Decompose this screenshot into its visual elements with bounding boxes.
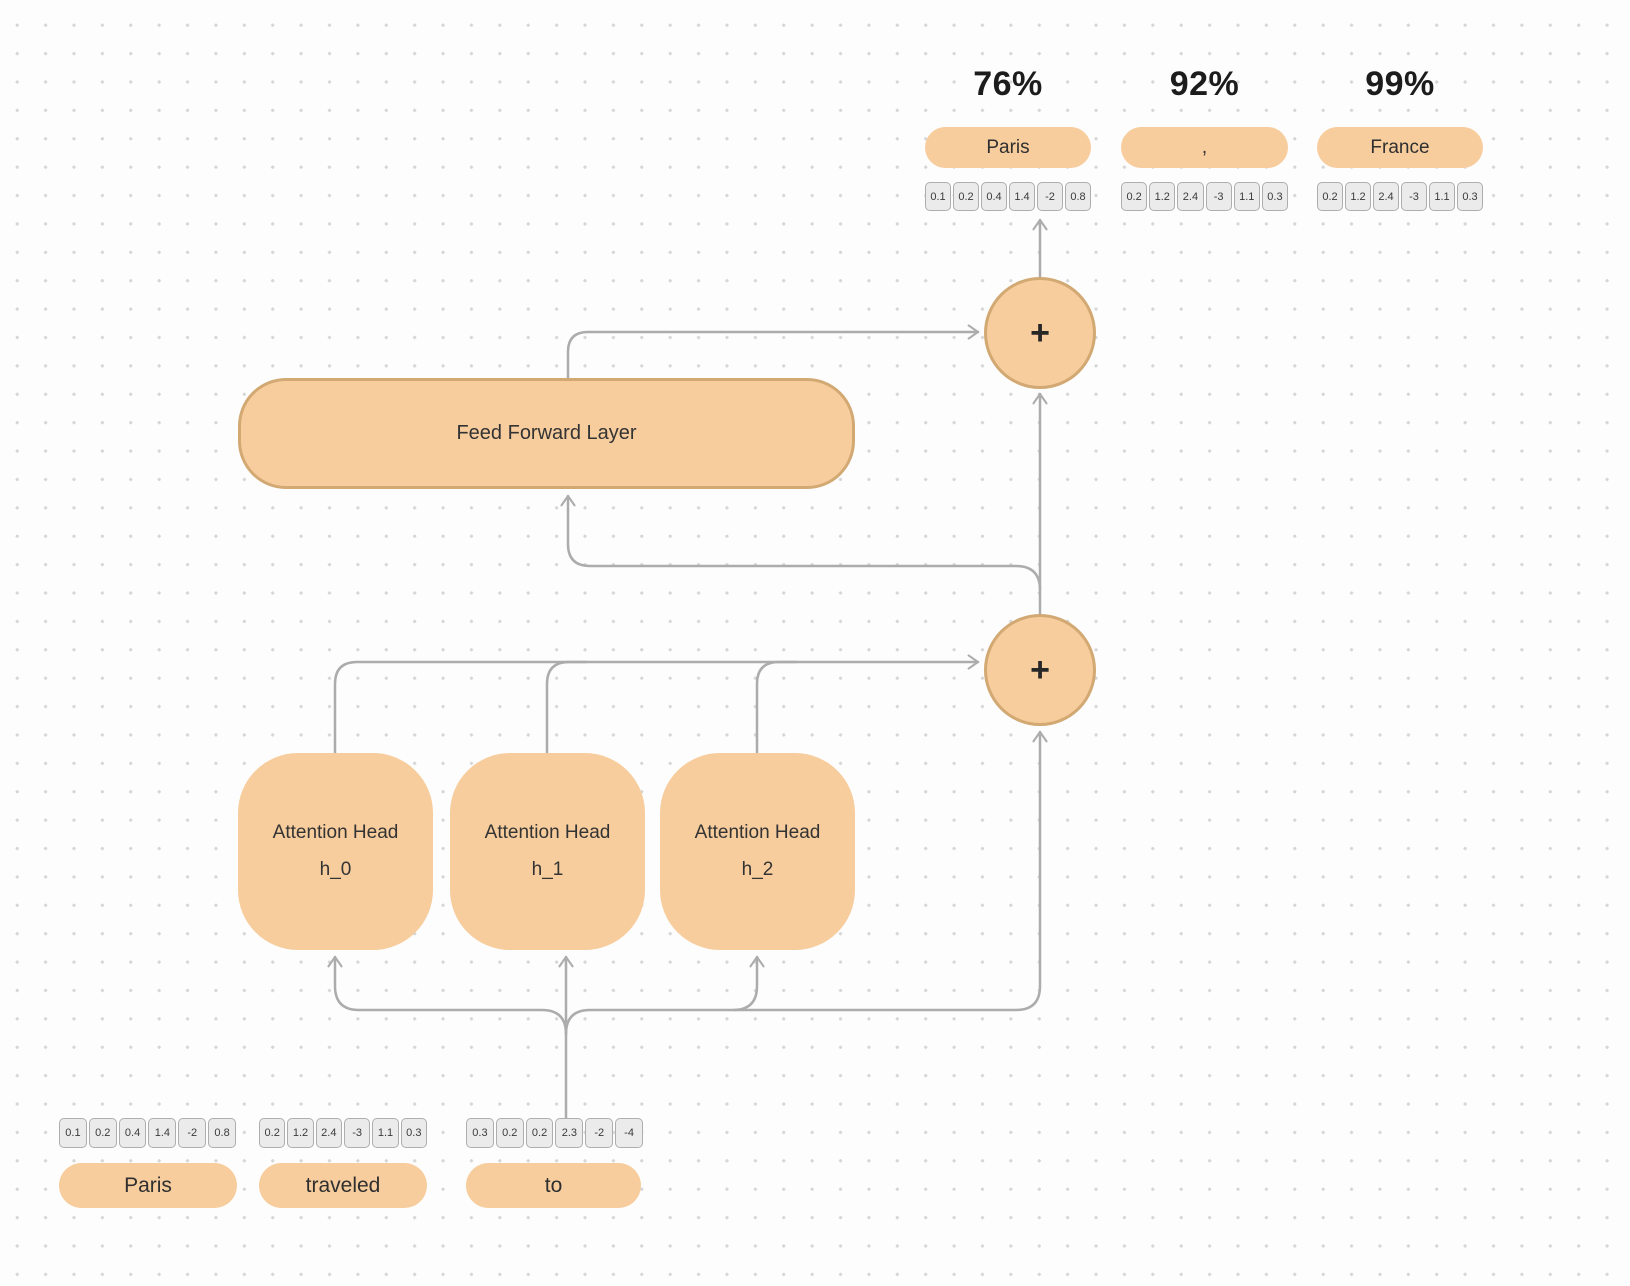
vector-cell: 2.4	[1177, 182, 1204, 211]
input-vector-to[interactable]: 0.3 0.2 0.2 2.3 -2 -4	[466, 1118, 643, 1148]
attention-head-subtitle: h_2	[741, 859, 774, 880]
vector-cell: -2	[178, 1118, 207, 1148]
output-token-pill-comma[interactable]: ,	[1121, 127, 1288, 168]
vector-cell: -3	[343, 1118, 371, 1148]
arrow-ff-to-plus	[566, 332, 980, 380]
probability-label-france: 99%	[1365, 65, 1435, 103]
vector-cell: 1.1	[1429, 182, 1455, 211]
vector-cell: 1.2	[287, 1118, 314, 1148]
arrow-input-to-plus	[564, 730, 1040, 1036]
arrow-input-to-h2	[731, 955, 757, 1012]
attention-head-h1[interactable]: Attention Head h_1	[450, 753, 645, 950]
vector-cell: 2.3	[555, 1118, 584, 1148]
input-vector-traveled[interactable]: 0.2 1.2 2.4 -3 1.1 0.3	[259, 1118, 427, 1148]
vector-cell: 0.1	[925, 182, 951, 211]
vector-cell: 1.1	[372, 1118, 399, 1148]
input-token-pill-to[interactable]: to	[466, 1163, 641, 1208]
vector-cell: 0.3	[1261, 182, 1289, 211]
vector-cell: 0.4	[981, 182, 1007, 211]
vector-cell: 0.2	[953, 182, 979, 211]
arrow-stream-to-ff	[568, 494, 1042, 592]
vector-cell: -3	[1401, 182, 1427, 211]
attention-head-h2[interactable]: Attention Head h_2	[660, 753, 855, 950]
vector-cell: 0.4	[118, 1118, 147, 1148]
vector-cell: 0.8	[1065, 182, 1091, 211]
vector-cell: 0.2	[525, 1118, 554, 1148]
attention-head-title: Attention Head	[272, 822, 399, 843]
attention-head-subtitle: h_0	[319, 859, 352, 880]
vector-cell: -2	[585, 1118, 614, 1148]
vector-cell: 2.4	[315, 1118, 342, 1148]
vector-cell: 0.2	[259, 1118, 286, 1148]
attention-head-h0[interactable]: Attention Head h_0	[238, 753, 433, 950]
vector-cell: 0.2	[495, 1118, 524, 1148]
add-node-bottom[interactable]: +	[984, 614, 1096, 726]
arrow-input-to-h0	[335, 955, 568, 1036]
vector-cell: 1.1	[1233, 182, 1260, 211]
vector-cell: 1.2	[1345, 182, 1371, 211]
output-token-pill-paris[interactable]: Paris	[925, 127, 1091, 168]
vector-cell: 1.2	[1149, 182, 1176, 211]
vector-cell: 2.4	[1373, 182, 1399, 211]
feed-forward-layer-box[interactable]: Feed Forward Layer	[238, 378, 855, 489]
vector-cell: 0.1	[59, 1118, 87, 1148]
output-vector-comma[interactable]: 0.2 1.2 2.4 -3 1.1 0.3	[1121, 182, 1289, 211]
input-token-pill-paris[interactable]: Paris	[59, 1163, 237, 1208]
output-token-pill-france[interactable]: France	[1317, 127, 1483, 168]
vector-cell: -3	[1205, 182, 1232, 211]
vector-cell: 0.3	[466, 1118, 494, 1148]
vector-cell: 1.4	[1009, 182, 1035, 211]
output-vector-france[interactable]: 0.2 1.2 2.4 -3 1.1 0.3	[1317, 182, 1483, 211]
add-node-top[interactable]: +	[984, 277, 1096, 389]
attention-head-title: Attention Head	[484, 822, 611, 843]
joiner-h2	[755, 660, 798, 755]
probability-label-comma: 92%	[1169, 65, 1240, 103]
input-token-pill-traveled[interactable]: traveled	[259, 1163, 427, 1208]
vector-cell: 0.3	[400, 1118, 427, 1148]
vector-cell: 0.2	[1317, 182, 1343, 211]
input-vector-paris[interactable]: 0.1 0.2 0.4 1.4 -2 0.8	[59, 1118, 236, 1148]
joiner-h1	[545, 660, 588, 755]
vector-cell: 1.4	[148, 1118, 177, 1148]
output-vector-paris[interactable]: 0.1 0.2 0.4 1.4 -2 0.8	[925, 182, 1091, 211]
vector-cell: 0.8	[208, 1118, 236, 1148]
vector-cell: 0.2	[1121, 182, 1148, 211]
attention-head-subtitle: h_1	[531, 859, 564, 880]
vector-cell: 0.3	[1457, 182, 1483, 211]
arrow-heads-to-plus	[333, 662, 980, 755]
vector-cell: -4	[615, 1118, 643, 1148]
vector-cell: 0.2	[88, 1118, 117, 1148]
vector-cell: -2	[1037, 182, 1063, 211]
attention-head-title: Attention Head	[694, 822, 821, 843]
probability-label-paris: 76%	[973, 65, 1043, 103]
